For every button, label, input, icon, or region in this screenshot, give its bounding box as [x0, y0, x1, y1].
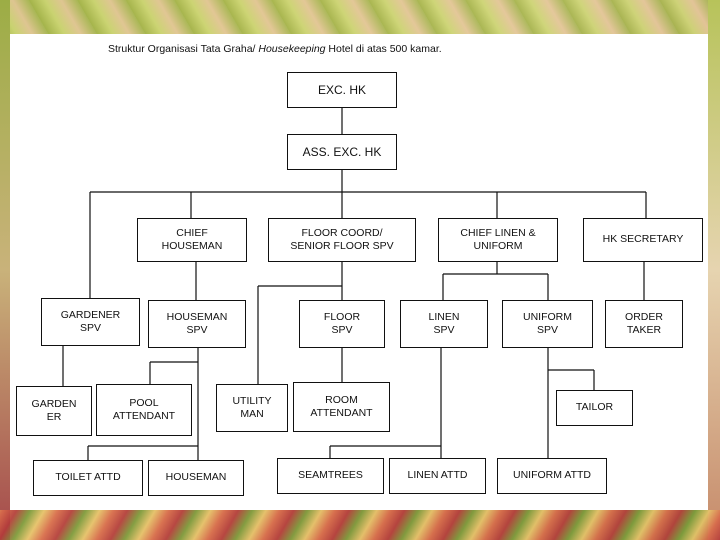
node-room-attendant: ROOM ATTENDANT — [293, 382, 390, 432]
node-chief-houseman: CHIEF HOUSEMAN — [137, 218, 247, 262]
node-seamtrees: SEAMTREES — [277, 458, 384, 494]
node-exc-hk: EXC. HK — [287, 72, 397, 108]
node-houseman-spv: HOUSEMAN SPV — [148, 300, 246, 348]
node-linen-attd: LINEN ATTD — [389, 458, 486, 494]
node-gardener-spv: GARDENER SPV — [41, 298, 140, 346]
node-floor-spv: FLOOR SPV — [299, 300, 385, 348]
node-chief-linen: CHIEF LINEN & UNIFORM — [438, 218, 558, 262]
node-toilet-attd: TOILET ATTD — [33, 460, 143, 496]
node-uniform-spv: UNIFORM SPV — [502, 300, 593, 348]
node-linen-spv: LINEN SPV — [400, 300, 488, 348]
title-prefix: Struktur Organisasi Tata Graha/ — [108, 43, 259, 55]
diagram-title: Struktur Organisasi Tata Graha/ Housekee… — [108, 43, 442, 55]
node-houseman: HOUSEMAN — [148, 460, 244, 496]
decorative-top-border — [0, 0, 720, 34]
decorative-right-border — [708, 0, 720, 540]
node-pool-attendant: POOL ATTENDANT — [96, 384, 192, 436]
node-ass-exc-hk: ASS. EXC. HK — [287, 134, 397, 170]
decorative-left-border — [0, 0, 10, 540]
node-gardener: GARDEN ER — [16, 386, 92, 436]
node-floor-coord: FLOOR COORD/ SENIOR FLOOR SPV — [268, 218, 416, 262]
node-hk-secretary: HK SECRETARY — [583, 218, 703, 262]
node-tailor: TAILOR — [556, 390, 633, 426]
node-order-taker: ORDER TAKER — [605, 300, 683, 348]
title-suffix: Hotel di atas 500 kamar. — [325, 43, 442, 55]
decorative-bottom-border — [0, 510, 720, 540]
node-uniform-attd: UNIFORM ATTD — [497, 458, 607, 494]
node-utility-man: UTILITY MAN — [216, 384, 288, 432]
title-italic: Housekeeping — [258, 43, 326, 55]
